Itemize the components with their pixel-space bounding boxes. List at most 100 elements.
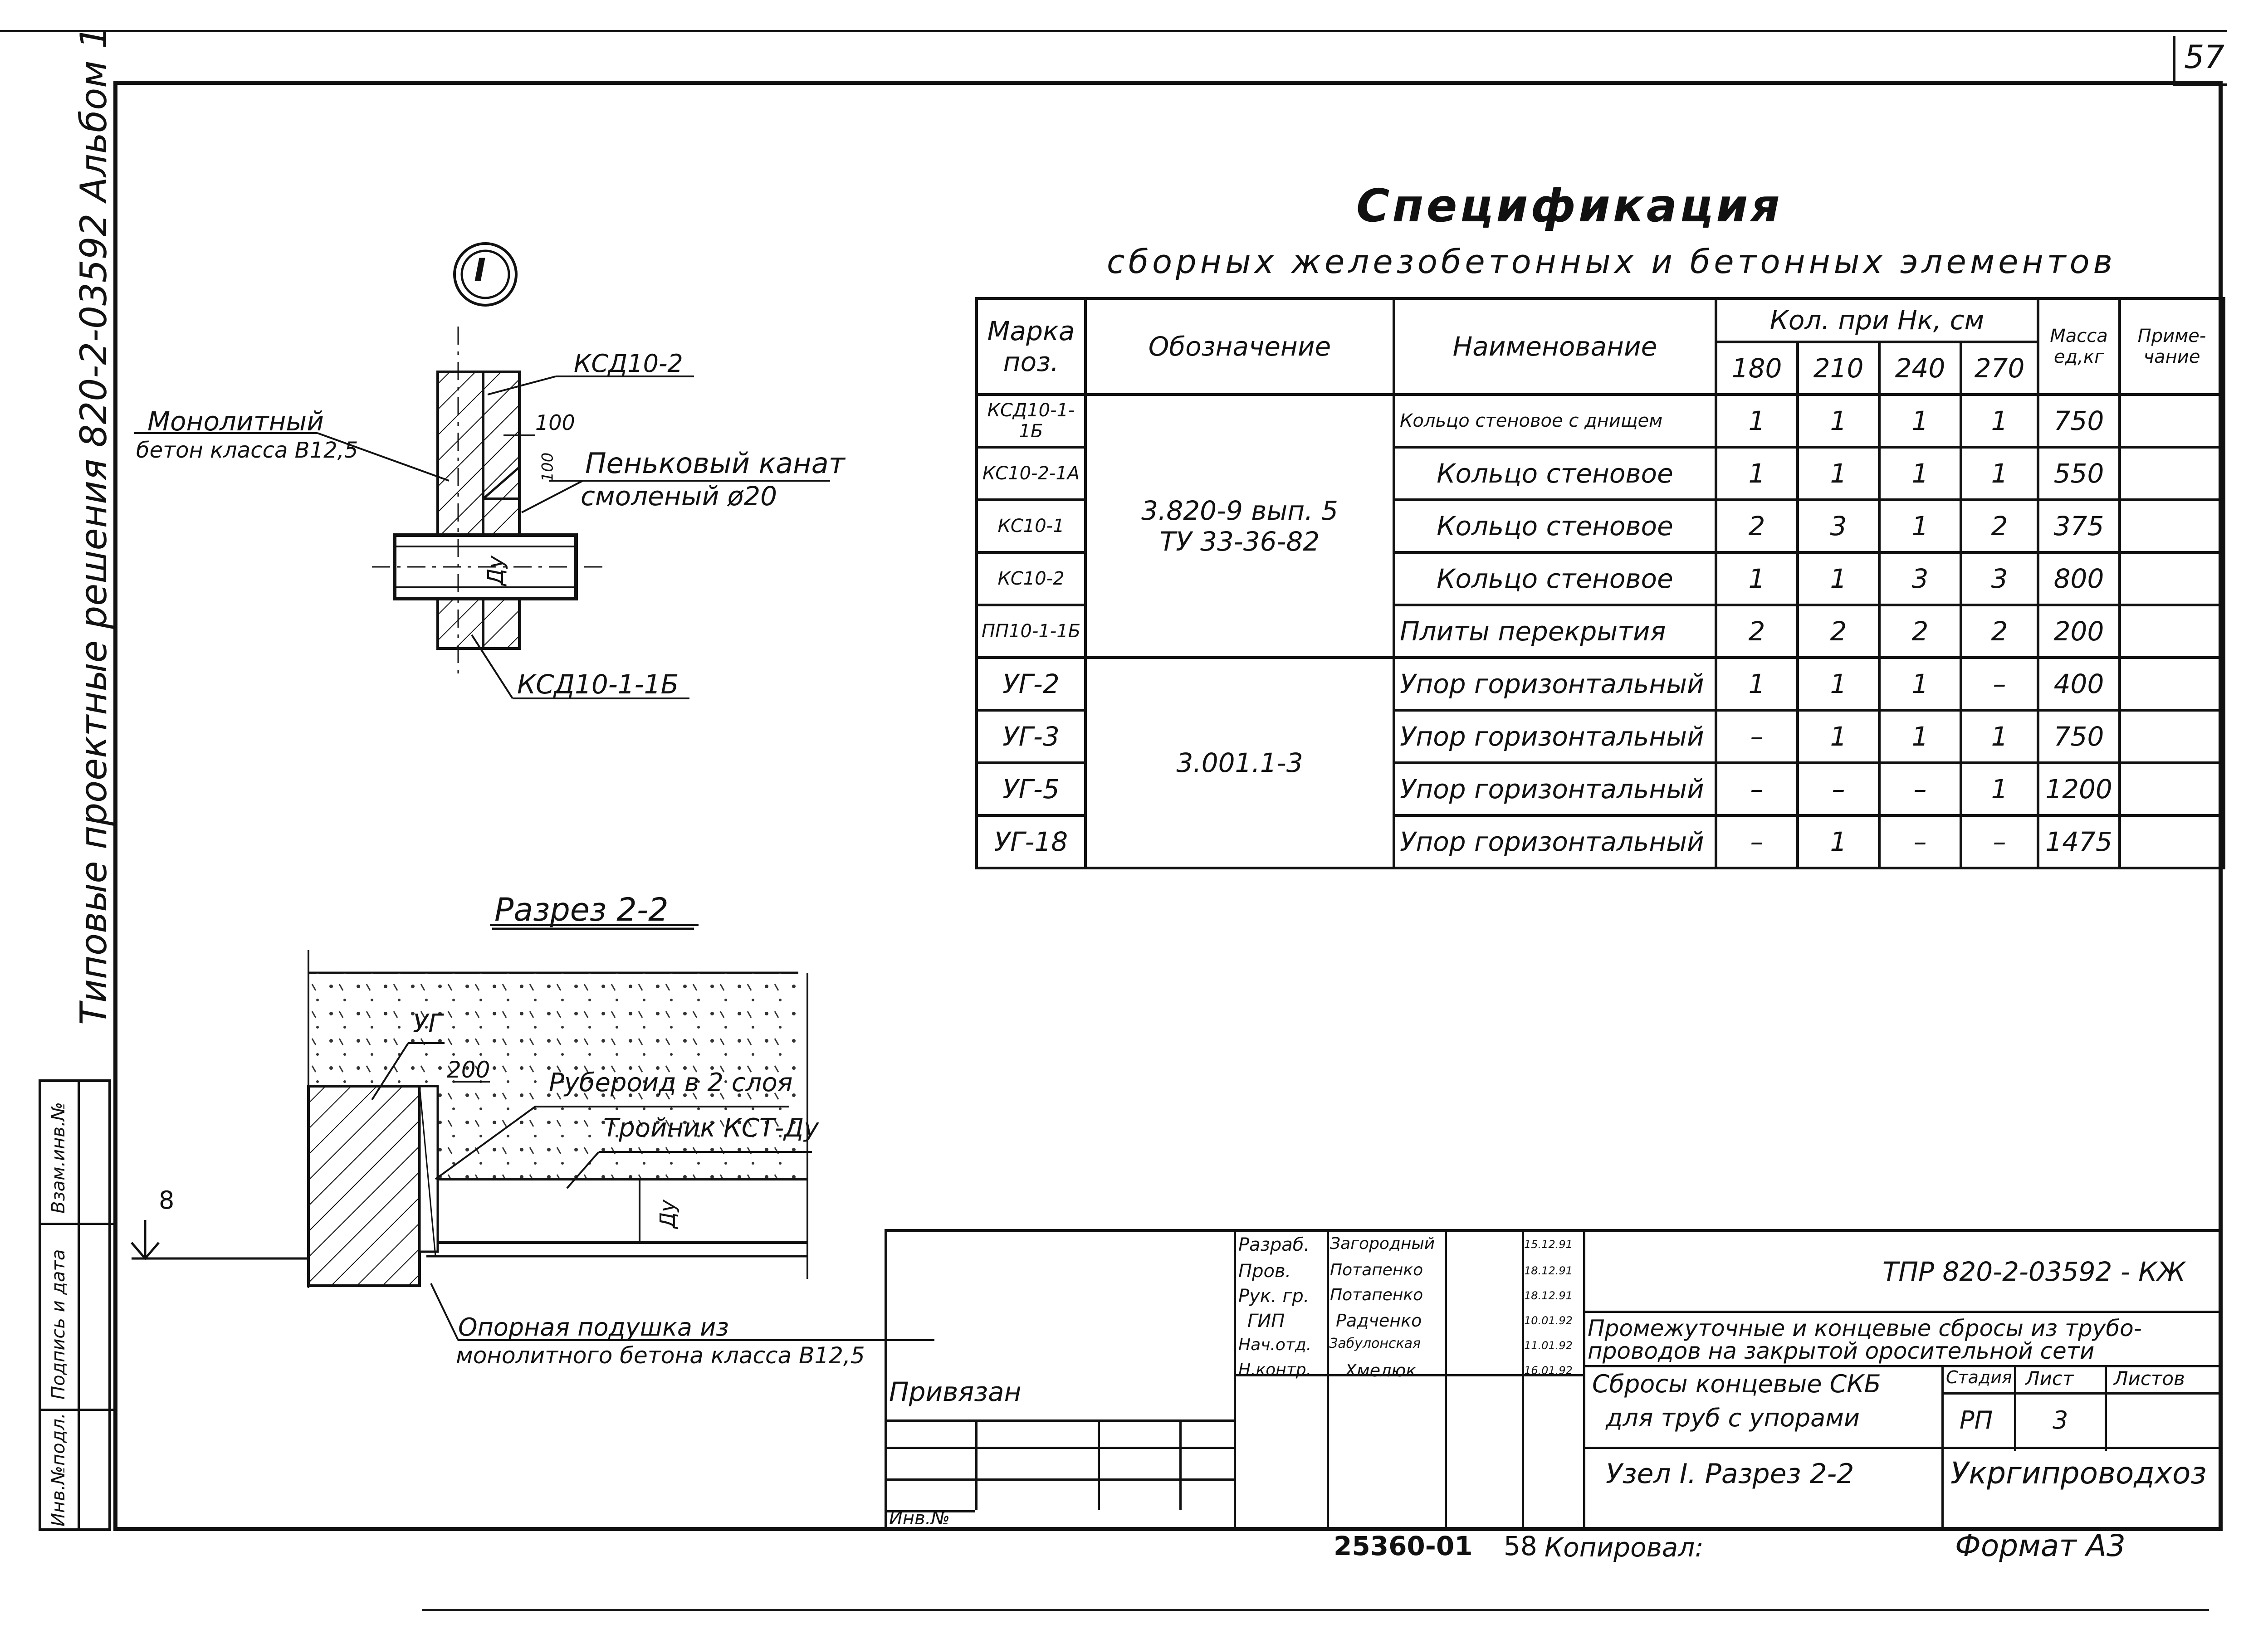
sign-date: 15.12.91	[1524, 1238, 1573, 1251]
label-ksd-bottom: КСД10-1-1Б	[517, 669, 679, 700]
role: Пров.	[1238, 1261, 1291, 1282]
title-vdivider	[2105, 1365, 2107, 1451]
row-mass: 1200	[2037, 761, 2121, 817]
row-qty: 2	[1960, 498, 2039, 554]
label-pad-2: монолитного бетона класса В12,5	[456, 1342, 865, 1369]
label-dim-200: 200	[447, 1057, 490, 1083]
node-marker-label: I	[474, 252, 486, 289]
row-mass: 750	[2037, 393, 2121, 449]
label-ruberoid: Рубероид в 2 слоя	[549, 1068, 793, 1097]
row-qty: 2	[1796, 604, 1881, 659]
table-row: УГ-2 3.001.1-3 Упор горизонтальный 1 1 1…	[975, 656, 2225, 869]
table-row: ПП10-1-1Б Плиты перекрытия 2 2 2 2 200	[975, 604, 2225, 659]
row-qty: 1	[1796, 814, 1881, 869]
row-mark: КС10-2	[975, 551, 1087, 606]
page-number: 57	[2184, 39, 2225, 76]
header-mass: Масса ед,кг	[2037, 297, 2121, 396]
row-mass: 800	[2037, 551, 2121, 606]
role: Н.контр.	[1238, 1361, 1312, 1379]
row-name: Упор горизонтальный	[1393, 814, 1717, 869]
header-mark: Марка поз.	[975, 297, 1087, 396]
row-qty: 2	[1715, 498, 1799, 554]
stage-value: РП	[1960, 1406, 1993, 1434]
bottom-line	[422, 1609, 2209, 1611]
section-title: Разрез 2-2	[494, 891, 669, 928]
person-name: Хмелюк	[1345, 1361, 1417, 1380]
row-qty: 3	[1960, 551, 2039, 606]
sheet-title-1: Сбросы концевые СКБ	[1592, 1370, 1881, 1398]
row-mark: КСД10-1-1Б	[975, 393, 1087, 449]
sidebar-stamp-table: Инв.№подл. Подпись и дата Взам.инв.№	[39, 1079, 114, 1531]
group-designation-2: 3.001.1-3	[1084, 656, 1395, 869]
person-name: Радченко	[1336, 1311, 1422, 1331]
label-dim-100: 100	[535, 410, 575, 435]
spec-subtitle: сборных железобетонных и бетонных элемен…	[1107, 243, 2116, 281]
title-divider	[885, 1419, 1234, 1422]
row-note	[2118, 709, 2225, 764]
row-qty: 1	[1796, 393, 1881, 449]
row-qty: 1	[1715, 393, 1799, 449]
person-name: Забулонская	[1329, 1336, 1421, 1351]
document-code: ТПР 820-2-03592 - КЖ	[1882, 1256, 2185, 1287]
group-designation-1: 3.820-9 вып. 5 ТУ 33-36-82	[1084, 393, 1395, 659]
page-number-box	[2173, 36, 2227, 86]
designation-line: 3.820-9 вып. 5	[1141, 495, 1338, 526]
table-row: КСД10-1-1Б 3.820-9 вып. 5 ТУ 33-36-82 Ко…	[975, 393, 2225, 659]
sign-date: 10.01.92	[1524, 1314, 1573, 1327]
person-name: Потапенко	[1330, 1286, 1423, 1304]
row-qty: 2	[1878, 604, 1962, 659]
privyazan-label: Привязан	[889, 1376, 1022, 1407]
detail-1-drawing	[134, 327, 830, 699]
row-note	[2118, 656, 2225, 712]
table-row: УГ-3 Упор горизонтальный – 1 1 1 750	[975, 709, 2225, 764]
row-qty: 1	[1796, 709, 1881, 764]
row-mark: ПП10-1-1Б	[975, 604, 1087, 659]
row-qty: 1	[1960, 761, 2039, 817]
row-qty: –	[1960, 814, 2039, 869]
sheet-header: Лист	[2025, 1367, 2074, 1390]
inv-label: Инв.№	[889, 1508, 950, 1529]
footer-page: 58	[1504, 1531, 1537, 1561]
title-vdivider	[1098, 1419, 1100, 1510]
label-ksd-top: КСД10-2	[574, 349, 683, 378]
title-divider	[885, 1478, 1234, 1481]
row-mark: КС10-2-1А	[975, 446, 1087, 501]
row-note	[2118, 761, 2225, 817]
row-note	[2118, 814, 2225, 869]
spec-table: Марка поз. Обозначение Наименование Кол.…	[975, 297, 2225, 869]
row-qty: –	[1878, 761, 1962, 817]
label-section-du: Ду	[655, 1200, 680, 1229]
table-row: УГ-18 Упор горизонтальный – 1 – – 1475	[975, 814, 2225, 869]
row-mass: 400	[2037, 656, 2121, 712]
row-name: Упор горизонтальный	[1393, 656, 1717, 712]
row-qty: –	[1715, 761, 1799, 817]
row-note	[2118, 393, 2225, 449]
row-qty: –	[1796, 761, 1881, 817]
row-mass: 1475	[2037, 814, 2121, 869]
row-qty: 2	[1715, 604, 1799, 659]
sign-date: 11.01.92	[1524, 1339, 1573, 1352]
header-qty: Кол. при Нк, см	[1715, 297, 2039, 343]
title-divider	[1583, 1447, 2223, 1449]
label-rope-1: Пеньковый канат	[585, 447, 845, 480]
row-qty: 1	[1878, 709, 1962, 764]
title-divider	[1583, 1365, 2223, 1367]
row-qty: 1	[1960, 446, 2039, 501]
label-pad-1: Опорная подушка из	[458, 1313, 729, 1341]
role: ГИП	[1247, 1311, 1285, 1332]
table-row: КС10-2-1А Кольцо стеновое 1 1 1 1 550	[975, 446, 2225, 501]
table-row: КС10-1 Кольцо стеновое 2 3 1 2 375	[975, 498, 2225, 554]
row-mark: УГ-3	[975, 709, 1087, 764]
row-qty: 2	[1960, 604, 2039, 659]
header-name: Наименование	[1393, 297, 1717, 396]
label-level: 8	[159, 1186, 175, 1215]
title-divider	[885, 1510, 975, 1512]
row-note	[2118, 604, 2225, 659]
row-qty: 1	[1878, 498, 1962, 554]
role: Разраб.	[1238, 1234, 1310, 1255]
row-qty: 1	[1878, 656, 1962, 712]
row-name: Кольцо стеновое	[1393, 498, 1717, 554]
row-mass: 550	[2037, 446, 2121, 501]
section-2-2-drawing	[131, 924, 934, 1341]
sheet-title-2: для труб с упорами	[1606, 1404, 1860, 1432]
